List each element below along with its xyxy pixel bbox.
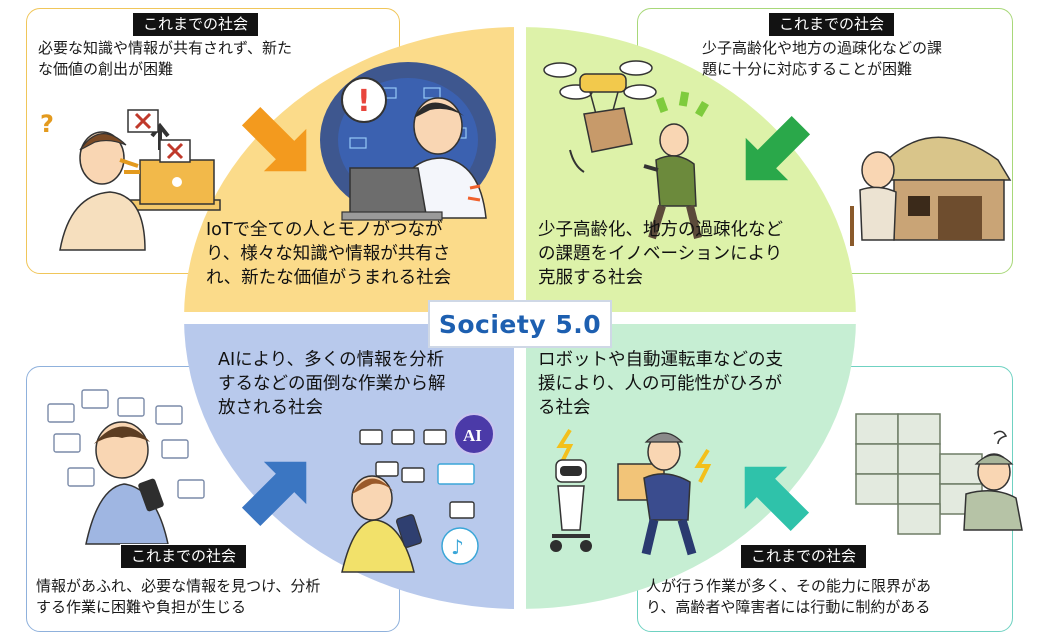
future-desc-line: 援により、人の可能性がひろが [538,374,782,394]
past-desc-line: する作業に困難や負担が生じる [36,598,247,616]
past-desc-line: 題に十分に対応することが困難 [702,60,913,78]
future-desc-line: 放される社会 [218,398,323,418]
past-desc-bottom-left: 情報があふれ、必要な情報を見つけ、分析 する作業に困難や負担が生じる [36,576,320,618]
svg-text:?: ? [40,110,54,138]
past-label-top-left: これまでの社会 [132,12,260,37]
iot-network-illustration: ! [320,62,496,221]
svg-text:AI: AI [463,426,482,445]
arrow-top-left [241,106,307,172]
worker-confused-illustration: ? [40,109,221,251]
society-title: Society 5.0 [428,300,612,348]
quadrant-text-bottom-right: ロボットや自動運転車などの支 援により、人の可能性がひろが る社会 [538,348,783,420]
future-desc-line: AIにより、多くの情報を分析 [218,350,445,370]
past-desc-line: な価値の創出が困難 [38,60,174,78]
past-desc-bottom-right: 人が行う作業が多く、その能力に限界があ り、高齢者や障害者には行動に制約がある [646,576,931,618]
future-desc-line: するなどの面倒な作業から解 [218,374,446,394]
elderly-rural-illustration [850,136,1012,246]
svg-text:!: ! [357,84,371,119]
past-desc-line: 少子高齢化や地方の過疎化などの課 [702,39,943,57]
quadrant-bottom-left [184,318,520,609]
past-desc-line: 人が行う作業が多く、その能力に限界があ [646,577,932,595]
past-label-bottom-left: これまでの社会 [120,544,248,569]
robot-assist-illustration [550,428,712,556]
quadrant-text-top-right: 少子高齢化、地方の過疎化など の課題をイノベーションにより 克服する社会 [538,218,783,290]
past-desc-top-left: 必要な知識や情報が共有されず、新た な価値の創出が困難 [38,38,292,80]
past-desc-line: り、高齢者や障害者には行動に制約がある [646,598,931,616]
quadrant-text-top-left: IoTで全ての人とモノがつなが り、様々な知識や情報が共有さ れ、新たな価値がう… [206,218,451,290]
quadrant-bottom-right [520,318,856,609]
ai-assistant-illustration: AI ♪ [341,413,495,573]
svg-text:♪: ♪ [451,535,464,559]
past-desc-line: 必要な知識や情報が共有されず、新た [38,39,292,57]
future-desc-line: 克服する社会 [538,268,643,288]
future-desc-line: れ、新たな価値がうまれる社会 [206,268,452,288]
future-desc-line: り、様々な知識や情報が共有さ [206,244,451,264]
drone-delivery-illustration [543,60,709,240]
arrow-bottom-left [241,461,307,527]
exhausted-worker-illustration [855,413,1023,535]
past-label-bottom-right: これまでの社会 [740,544,868,569]
past-desc-line: 情報があふれ、必要な情報を見つけ、分析 [36,577,321,595]
future-desc-line: ロボットや自動運転車などの支 [538,350,783,370]
future-desc-line: る社会 [538,398,591,418]
arrow-bottom-right [744,466,810,532]
future-desc-line: IoTで全ての人とモノがつなが [206,220,443,240]
info-overload-illustration [47,389,205,545]
past-label-top-right: これまでの社会 [768,12,896,37]
future-desc-line: 少子高齢化、地方の過疎化など [538,220,783,240]
quadrant-text-bottom-left: AIにより、多くの情報を分析 するなどの面倒な作業から解 放される社会 [218,348,446,420]
future-desc-line: の課題をイノベーションにより [538,244,783,264]
past-desc-top-right: 少子高齢化や地方の過疎化などの課 題に十分に対応することが困難 [702,38,942,80]
arrow-top-right [745,115,811,181]
